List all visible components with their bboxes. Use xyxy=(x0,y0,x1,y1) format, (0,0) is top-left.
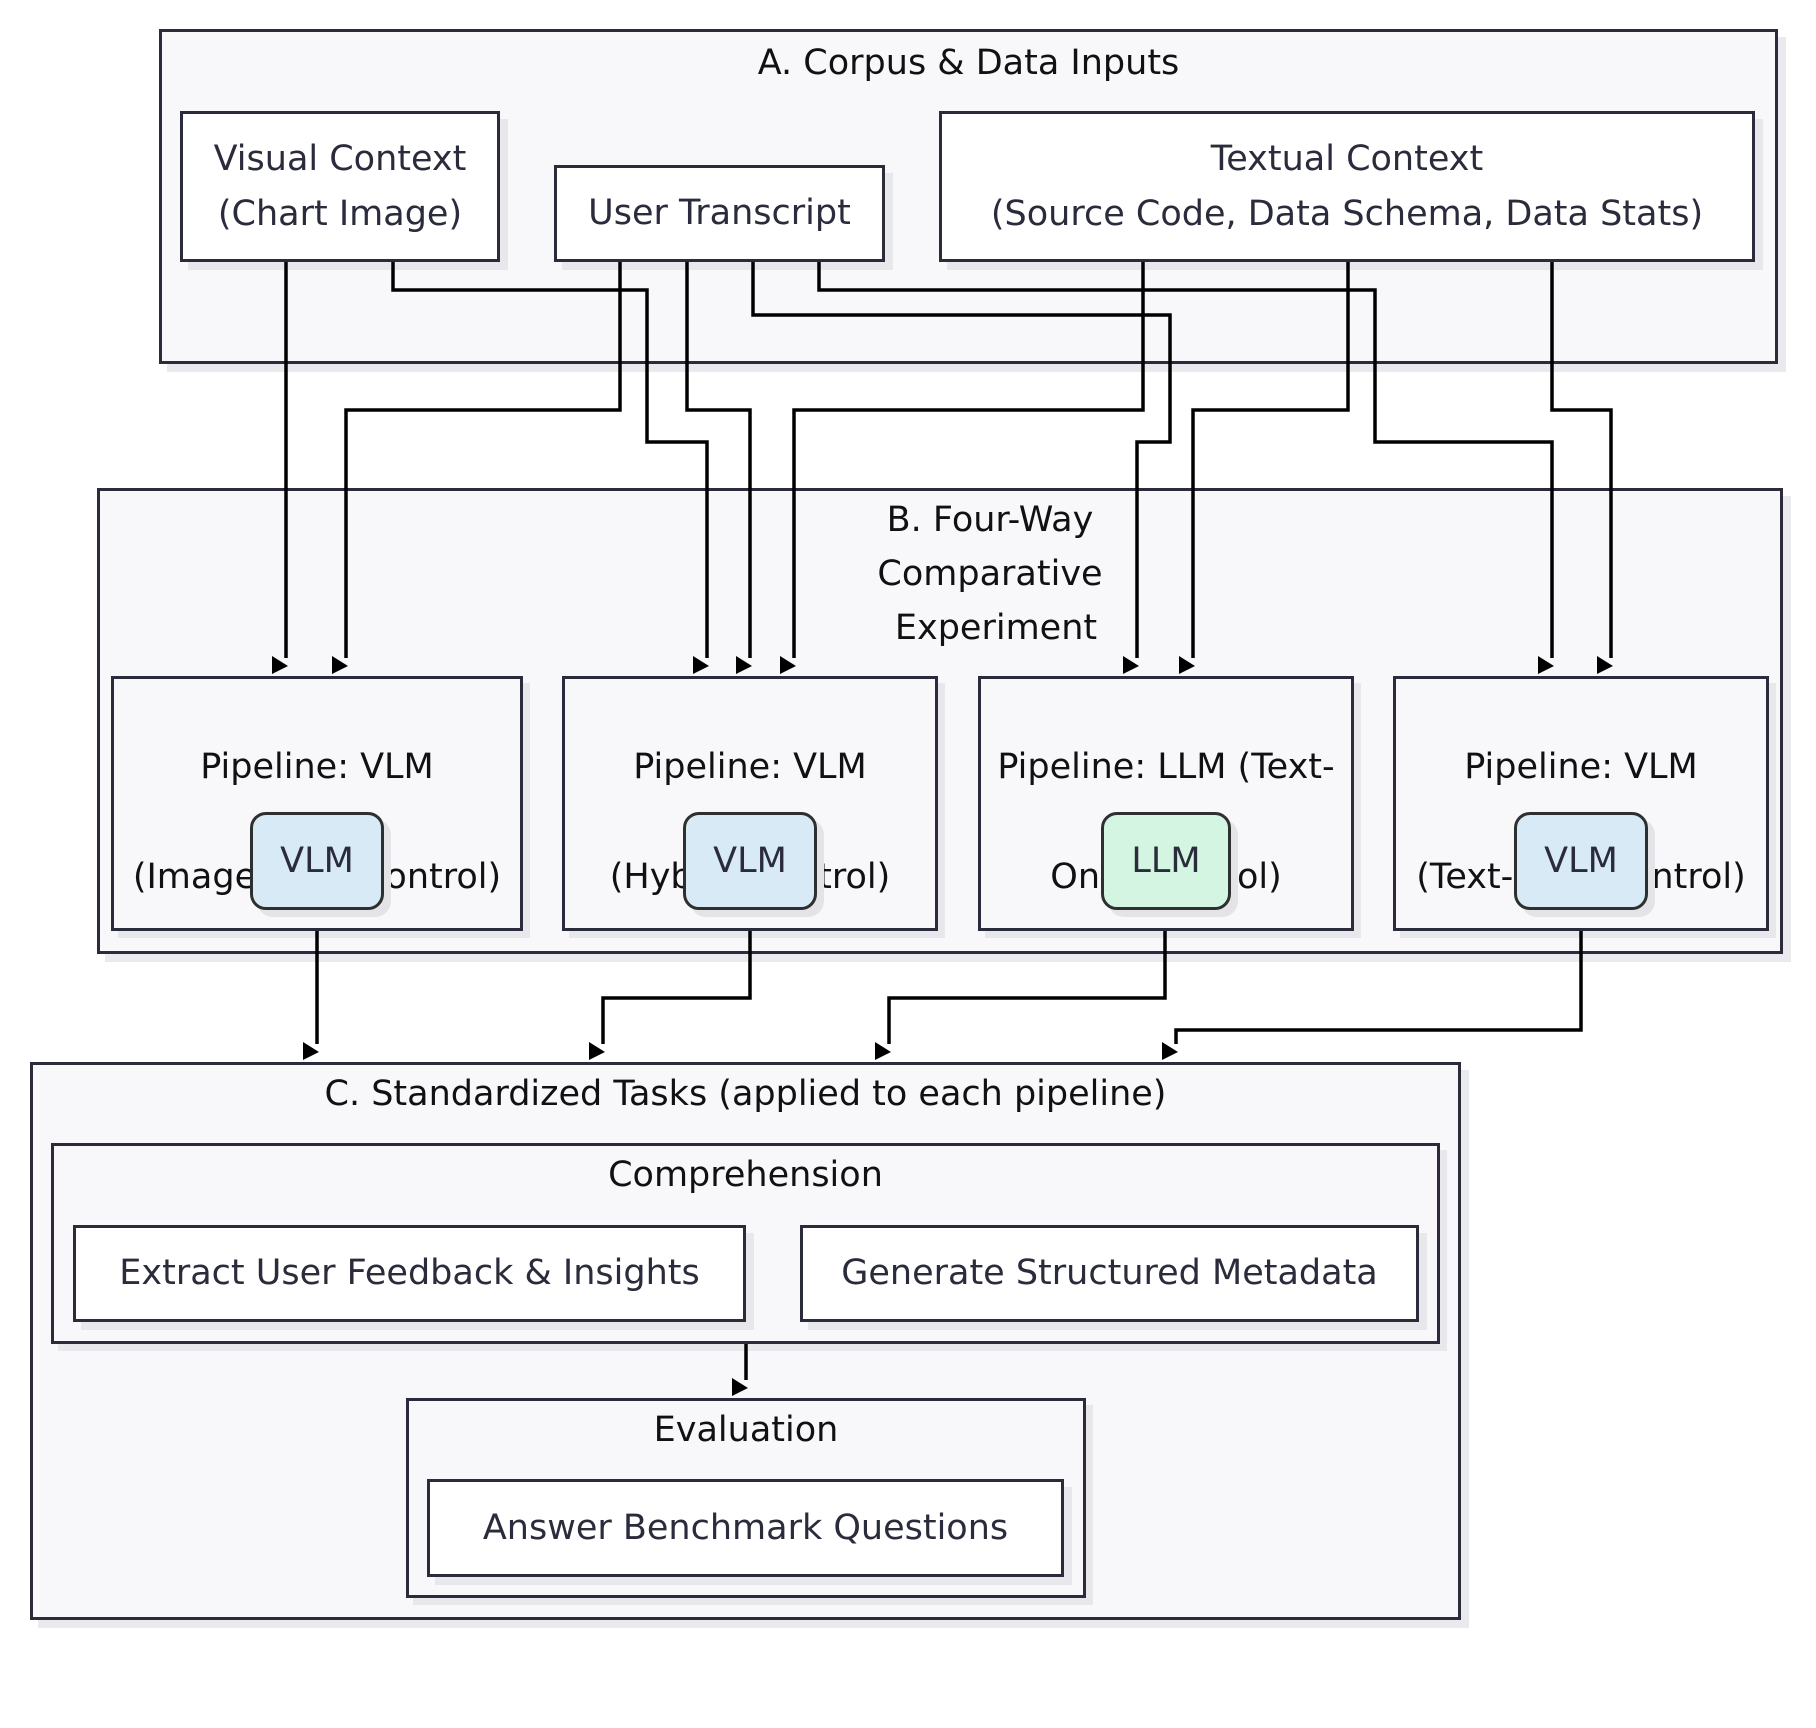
experiment-title-line3: Experiment xyxy=(894,608,1098,648)
vlm-model-node[interactable]: VLM xyxy=(683,812,817,910)
pipeline-title-line1: Pipeline: VLM xyxy=(633,747,867,787)
pipeline-vlm-text-only[interactable]: Pipeline: VLM (Text-Only Control) VLM xyxy=(1393,676,1769,931)
pipeline-hybrid[interactable]: Pipeline: VLM (Hybrid Control) VLM xyxy=(562,676,938,931)
arrowhead-icon xyxy=(875,1042,891,1060)
arrowhead-icon xyxy=(303,1042,319,1060)
arrowhead-icon xyxy=(589,1042,605,1060)
comprehension-title: Comprehension xyxy=(608,1155,883,1195)
pipeline-llm-text-only[interactable]: Pipeline: LLM (Text- Only Control) LLM xyxy=(978,676,1354,931)
evaluation-title: Evaluation xyxy=(653,1410,839,1450)
tasks-group-title: C. Standardized Tasks (applied to each p… xyxy=(324,1074,1167,1114)
generate-metadata-label: Generate Structured Metadata xyxy=(841,1253,1378,1293)
generate-metadata-node[interactable]: Generate Structured Metadata xyxy=(800,1225,1419,1322)
extract-feedback-node[interactable]: Extract User Feedback & Insights xyxy=(73,1225,746,1322)
answer-questions-node[interactable]: Answer Benchmark Questions xyxy=(427,1479,1064,1577)
textual-context-label: Textual Context xyxy=(1210,138,1484,179)
inputs-group-title: A. Corpus & Data Inputs xyxy=(757,43,1180,83)
textual-context-node[interactable]: Textual Context (Source Code, Data Schem… xyxy=(939,111,1755,262)
arrowhead-icon xyxy=(1162,1042,1178,1060)
experiment-group-title: B. Four-Way Comparative Experiment xyxy=(820,493,1160,655)
experiment-title-line2: Comparative xyxy=(877,554,1103,594)
visual-context-sublabel: (Chart Image) xyxy=(217,193,463,234)
llm-model-node[interactable]: LLM xyxy=(1101,812,1231,910)
visual-context-node[interactable]: Visual Context (Chart Image) xyxy=(180,111,500,262)
vlm-model-node[interactable]: VLM xyxy=(250,812,384,910)
extract-feedback-label: Extract User Feedback & Insights xyxy=(119,1253,700,1293)
textual-context-sublabel: (Source Code, Data Schema, Data Stats) xyxy=(990,193,1704,234)
visual-context-label: Visual Context xyxy=(213,138,467,179)
model-label: VLM xyxy=(713,841,787,881)
model-label: LLM xyxy=(1131,841,1201,881)
pipeline-image-only[interactable]: Pipeline: VLM (Image-Only Control) VLM xyxy=(111,676,523,931)
experiment-title-line1: B. Four-Way xyxy=(886,500,1094,540)
model-label: VLM xyxy=(280,841,354,881)
user-transcript-node[interactable]: User Transcript xyxy=(554,165,885,262)
pipeline-title-line1: Pipeline: LLM (Text- xyxy=(997,747,1335,787)
vlm-model-node[interactable]: VLM xyxy=(1514,812,1648,910)
answer-questions-label: Answer Benchmark Questions xyxy=(482,1507,1009,1548)
user-transcript-label: User Transcript xyxy=(588,193,851,233)
model-label: VLM xyxy=(1544,841,1618,881)
pipeline-title-line1: Pipeline: VLM xyxy=(1464,747,1698,787)
pipeline-title-line1: Pipeline: VLM xyxy=(200,747,434,787)
